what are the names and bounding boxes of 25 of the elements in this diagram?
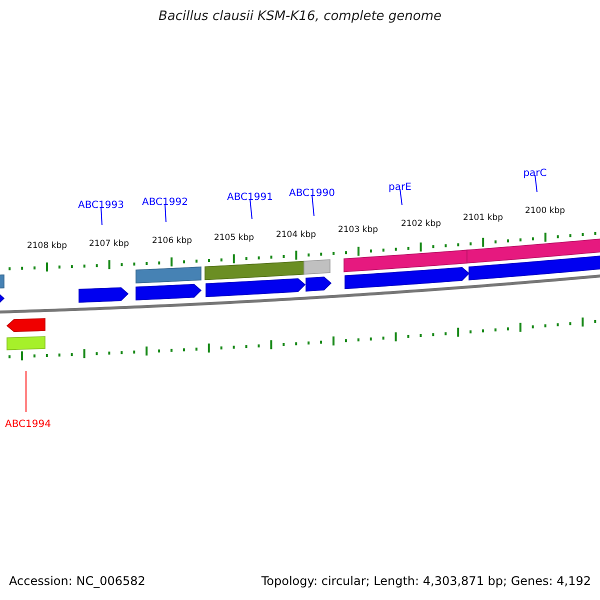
tick-label: 2103 kbp xyxy=(336,225,380,235)
genome-info-text: Topology: circular; Length: 4,303,871 bp; Genes: 4,192 xyxy=(261,574,591,588)
gene-label: ABC1991 xyxy=(227,192,273,203)
tick-label: 2108 kbp xyxy=(26,241,68,251)
leader-line xyxy=(100,206,102,226)
leader-line xyxy=(164,204,166,222)
tick-label: 2101 kbp xyxy=(462,213,504,223)
gene-label: parC xyxy=(523,168,547,179)
gene-label: parE xyxy=(388,182,412,193)
title: Bacillus clausii KSM-K16, complete genome xyxy=(157,9,443,24)
tick-label: 2105 kbp xyxy=(212,233,256,243)
leader-line xyxy=(250,198,252,220)
tick-label: 2100 kbp xyxy=(524,206,566,216)
gene-label: ABC1990 xyxy=(289,188,335,199)
gene-label: ABC1993 xyxy=(78,200,124,211)
tick-label: 2106 kbp xyxy=(150,236,194,246)
accession-text: Accession: NC_006582 xyxy=(9,574,146,588)
gene-label: ABC1992 xyxy=(142,197,188,208)
leader-line xyxy=(312,194,314,216)
tick-label: 2104 kbp xyxy=(274,230,318,240)
leader-line xyxy=(534,174,538,192)
tick-label: 2107 kbp xyxy=(88,239,130,249)
tick-label: 2102 kbp xyxy=(400,219,442,229)
leader-line xyxy=(400,188,402,206)
gene-label: ABC1994 xyxy=(5,419,51,430)
